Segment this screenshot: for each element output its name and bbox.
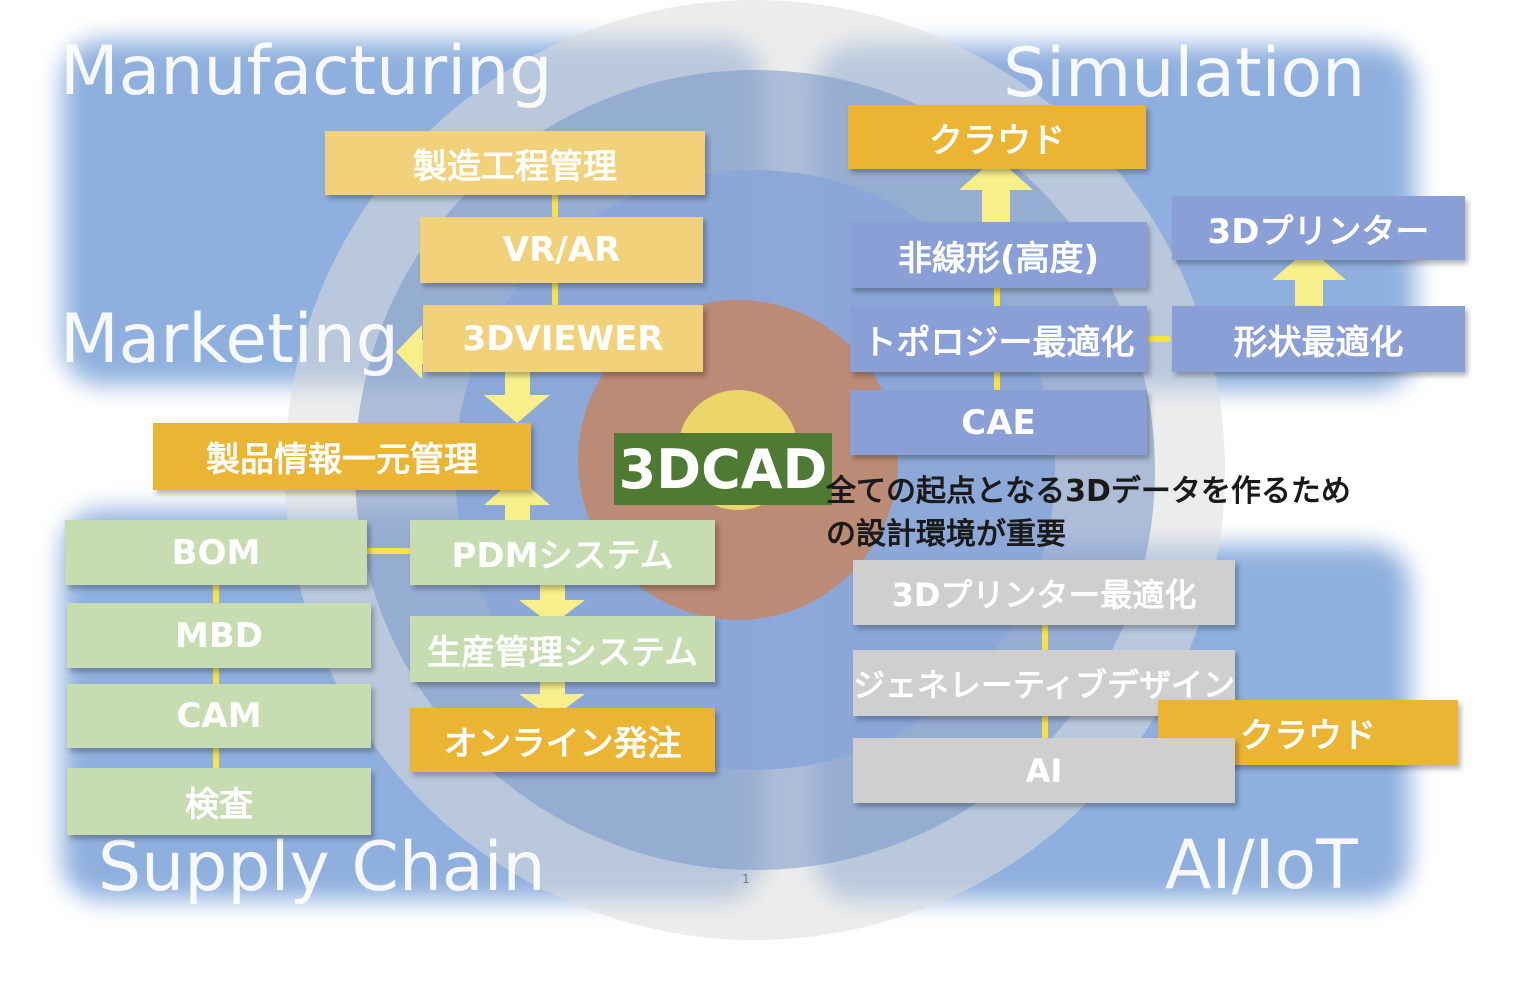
nonlinear-box: 非線形(高度): [850, 222, 1147, 288]
connector-line: [213, 748, 219, 768]
ai-iot-title: AI/IoT: [1165, 826, 1358, 905]
generative-design-box: ジェネレーティブデザイン: [853, 650, 1235, 716]
center-note: 全ての起点となる3Dデータを作るため の設計環境が重要: [826, 470, 1351, 556]
inspection-box: 検査: [67, 768, 371, 835]
arrow-down-icon: [484, 370, 550, 423]
cae-box: CAE: [850, 390, 1147, 455]
page-number: 1: [742, 872, 750, 886]
cam-box: CAM: [67, 684, 371, 748]
mbd-box: MBD: [67, 603, 371, 668]
pdm-system-box: PDMシステム: [410, 520, 715, 585]
bom-box: BOM: [65, 520, 367, 585]
arrow-down-icon: [519, 585, 585, 625]
ai-cloud-box: クラウド: [1158, 700, 1458, 765]
arrow-up-icon: [1272, 248, 1346, 312]
connector-line: [213, 668, 219, 684]
3dviewer-box: 3DVIEWER: [423, 305, 703, 372]
vr-ar-box: VR/AR: [420, 217, 703, 283]
connector-line: [1148, 336, 1170, 342]
arrow-up-icon: [484, 476, 550, 535]
connector-line: [552, 195, 558, 217]
shape-optimization-box: 形状最適化: [1172, 306, 1465, 372]
production-management-box: 生産管理システム: [410, 616, 715, 682]
connector-line: [1042, 716, 1048, 738]
connector-line: [213, 585, 219, 603]
center-note-line: 全ての起点となる3Dデータを作るため: [826, 474, 1351, 509]
marketing-title: Marketing: [60, 300, 399, 379]
connector-line: [994, 288, 1000, 306]
process-management-box: 製造工程管理: [325, 131, 705, 195]
connector-line: [1042, 625, 1048, 650]
3d-printer-box: 3Dプリンター: [1172, 196, 1465, 260]
connector-line: [367, 548, 412, 554]
3d-printer-optimization-box: 3Dプリンター最適化: [853, 560, 1235, 625]
connector-line: [552, 283, 558, 305]
product-info-management-box: 製品情報一元管理: [153, 423, 531, 490]
center-note-line: の設計環境が重要: [826, 517, 1066, 552]
topology-optimization-box: トポロジー最適化: [850, 306, 1147, 372]
arrow-down-icon: [519, 680, 585, 718]
manufacturing-title: Manufacturing: [60, 32, 553, 111]
arrow-up-icon: [959, 157, 1033, 222]
online-order-box: オンライン発注: [410, 708, 715, 772]
simulation-title: Simulation: [1003, 34, 1366, 113]
connector-line: [994, 372, 1000, 390]
sim-cloud-box: クラウド: [848, 105, 1146, 169]
ai-box: AI: [853, 738, 1235, 803]
3dcad-label: 3DCAD: [614, 433, 832, 505]
supply-chain-title: Supply Chain: [98, 828, 546, 907]
